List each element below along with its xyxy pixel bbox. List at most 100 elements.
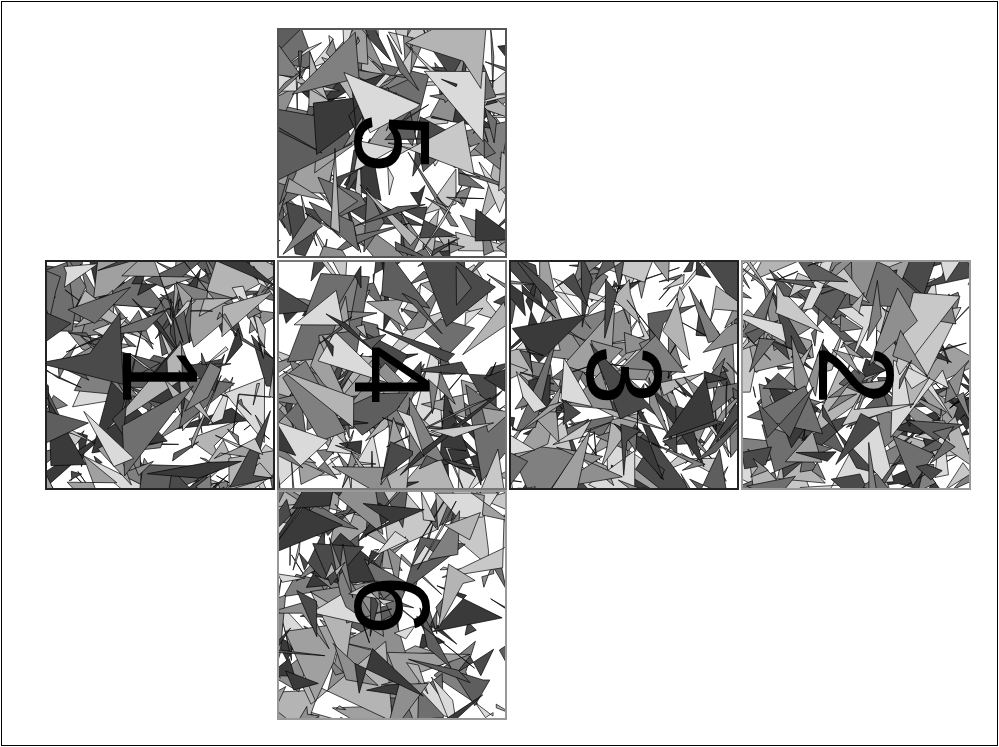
shard [279, 580, 281, 623]
shard [147, 461, 241, 478]
shard [47, 265, 60, 319]
shard [84, 411, 134, 466]
shard [552, 379, 560, 387]
shard [696, 262, 711, 278]
shard [484, 370, 505, 392]
shard [618, 480, 678, 488]
shard [747, 476, 806, 488]
shard [475, 209, 505, 241]
shard [457, 649, 494, 676]
face-number: 6 [279, 492, 505, 718]
cube-face: 4 [277, 260, 507, 490]
shard [206, 262, 273, 286]
shard [69, 471, 81, 480]
shard [430, 695, 492, 718]
shard [499, 644, 505, 676]
shard [456, 266, 471, 305]
shard [726, 381, 727, 418]
face-number: 2 [743, 262, 969, 488]
shard [290, 706, 319, 718]
shard [840, 315, 862, 332]
shard [930, 427, 955, 464]
shard [753, 387, 755, 398]
shard [279, 602, 329, 649]
shard [322, 336, 333, 356]
shard [47, 308, 71, 343]
shard [484, 107, 496, 143]
shard [916, 465, 942, 480]
shard [279, 643, 281, 678]
shard [496, 704, 505, 714]
shard [402, 293, 442, 334]
shard [368, 550, 379, 565]
shard [540, 429, 590, 488]
shard [173, 442, 199, 461]
shard [836, 413, 880, 464]
shard [511, 487, 536, 488]
shard [336, 706, 346, 710]
shard [743, 310, 786, 343]
shard [812, 462, 825, 480]
face-number: 1 [47, 262, 273, 488]
cube-face: 3 [509, 260, 739, 490]
shard [704, 371, 727, 383]
shard [363, 503, 424, 535]
shard [355, 266, 361, 288]
cube-face: 2 [741, 260, 971, 490]
shard [279, 198, 284, 246]
shard [326, 314, 372, 350]
shard [191, 310, 213, 311]
shard [511, 416, 517, 430]
shard [428, 511, 459, 560]
shard [68, 287, 130, 323]
shard [703, 320, 737, 353]
shard [47, 408, 88, 448]
shard [710, 286, 737, 321]
shard [382, 262, 430, 308]
shard [463, 302, 505, 355]
shard [946, 463, 969, 488]
face-number: 3 [511, 262, 737, 488]
shard [185, 298, 191, 343]
shard [751, 458, 769, 477]
shard [867, 280, 882, 340]
shard [298, 51, 302, 79]
shard [869, 442, 878, 488]
shard [237, 399, 251, 415]
shard [215, 435, 262, 454]
shard [893, 436, 934, 486]
shard [279, 393, 296, 455]
shard [495, 90, 505, 123]
shard [863, 473, 894, 488]
shard [279, 470, 292, 488]
shard [851, 292, 864, 315]
shard [292, 492, 333, 508]
shard [222, 285, 273, 337]
shard [367, 299, 408, 329]
shard [419, 456, 437, 469]
shard [225, 328, 242, 364]
shard [217, 312, 237, 336]
shard [733, 388, 737, 401]
shard [355, 205, 425, 227]
shard [968, 278, 969, 287]
shard [279, 505, 342, 557]
shard [279, 628, 291, 647]
shard [519, 401, 567, 433]
shard [766, 262, 848, 288]
shard [269, 345, 273, 414]
shard [421, 492, 436, 521]
shard [796, 452, 836, 461]
shard [441, 79, 457, 87]
shard [376, 531, 408, 555]
shard [411, 262, 495, 326]
shard [516, 372, 546, 413]
shard [258, 336, 265, 357]
face-number: 5 [279, 30, 505, 256]
cube-face: 1 [45, 260, 275, 490]
shard [64, 264, 98, 287]
shard [395, 242, 423, 256]
shard [410, 185, 424, 206]
shard [511, 262, 557, 302]
shard [47, 471, 58, 488]
